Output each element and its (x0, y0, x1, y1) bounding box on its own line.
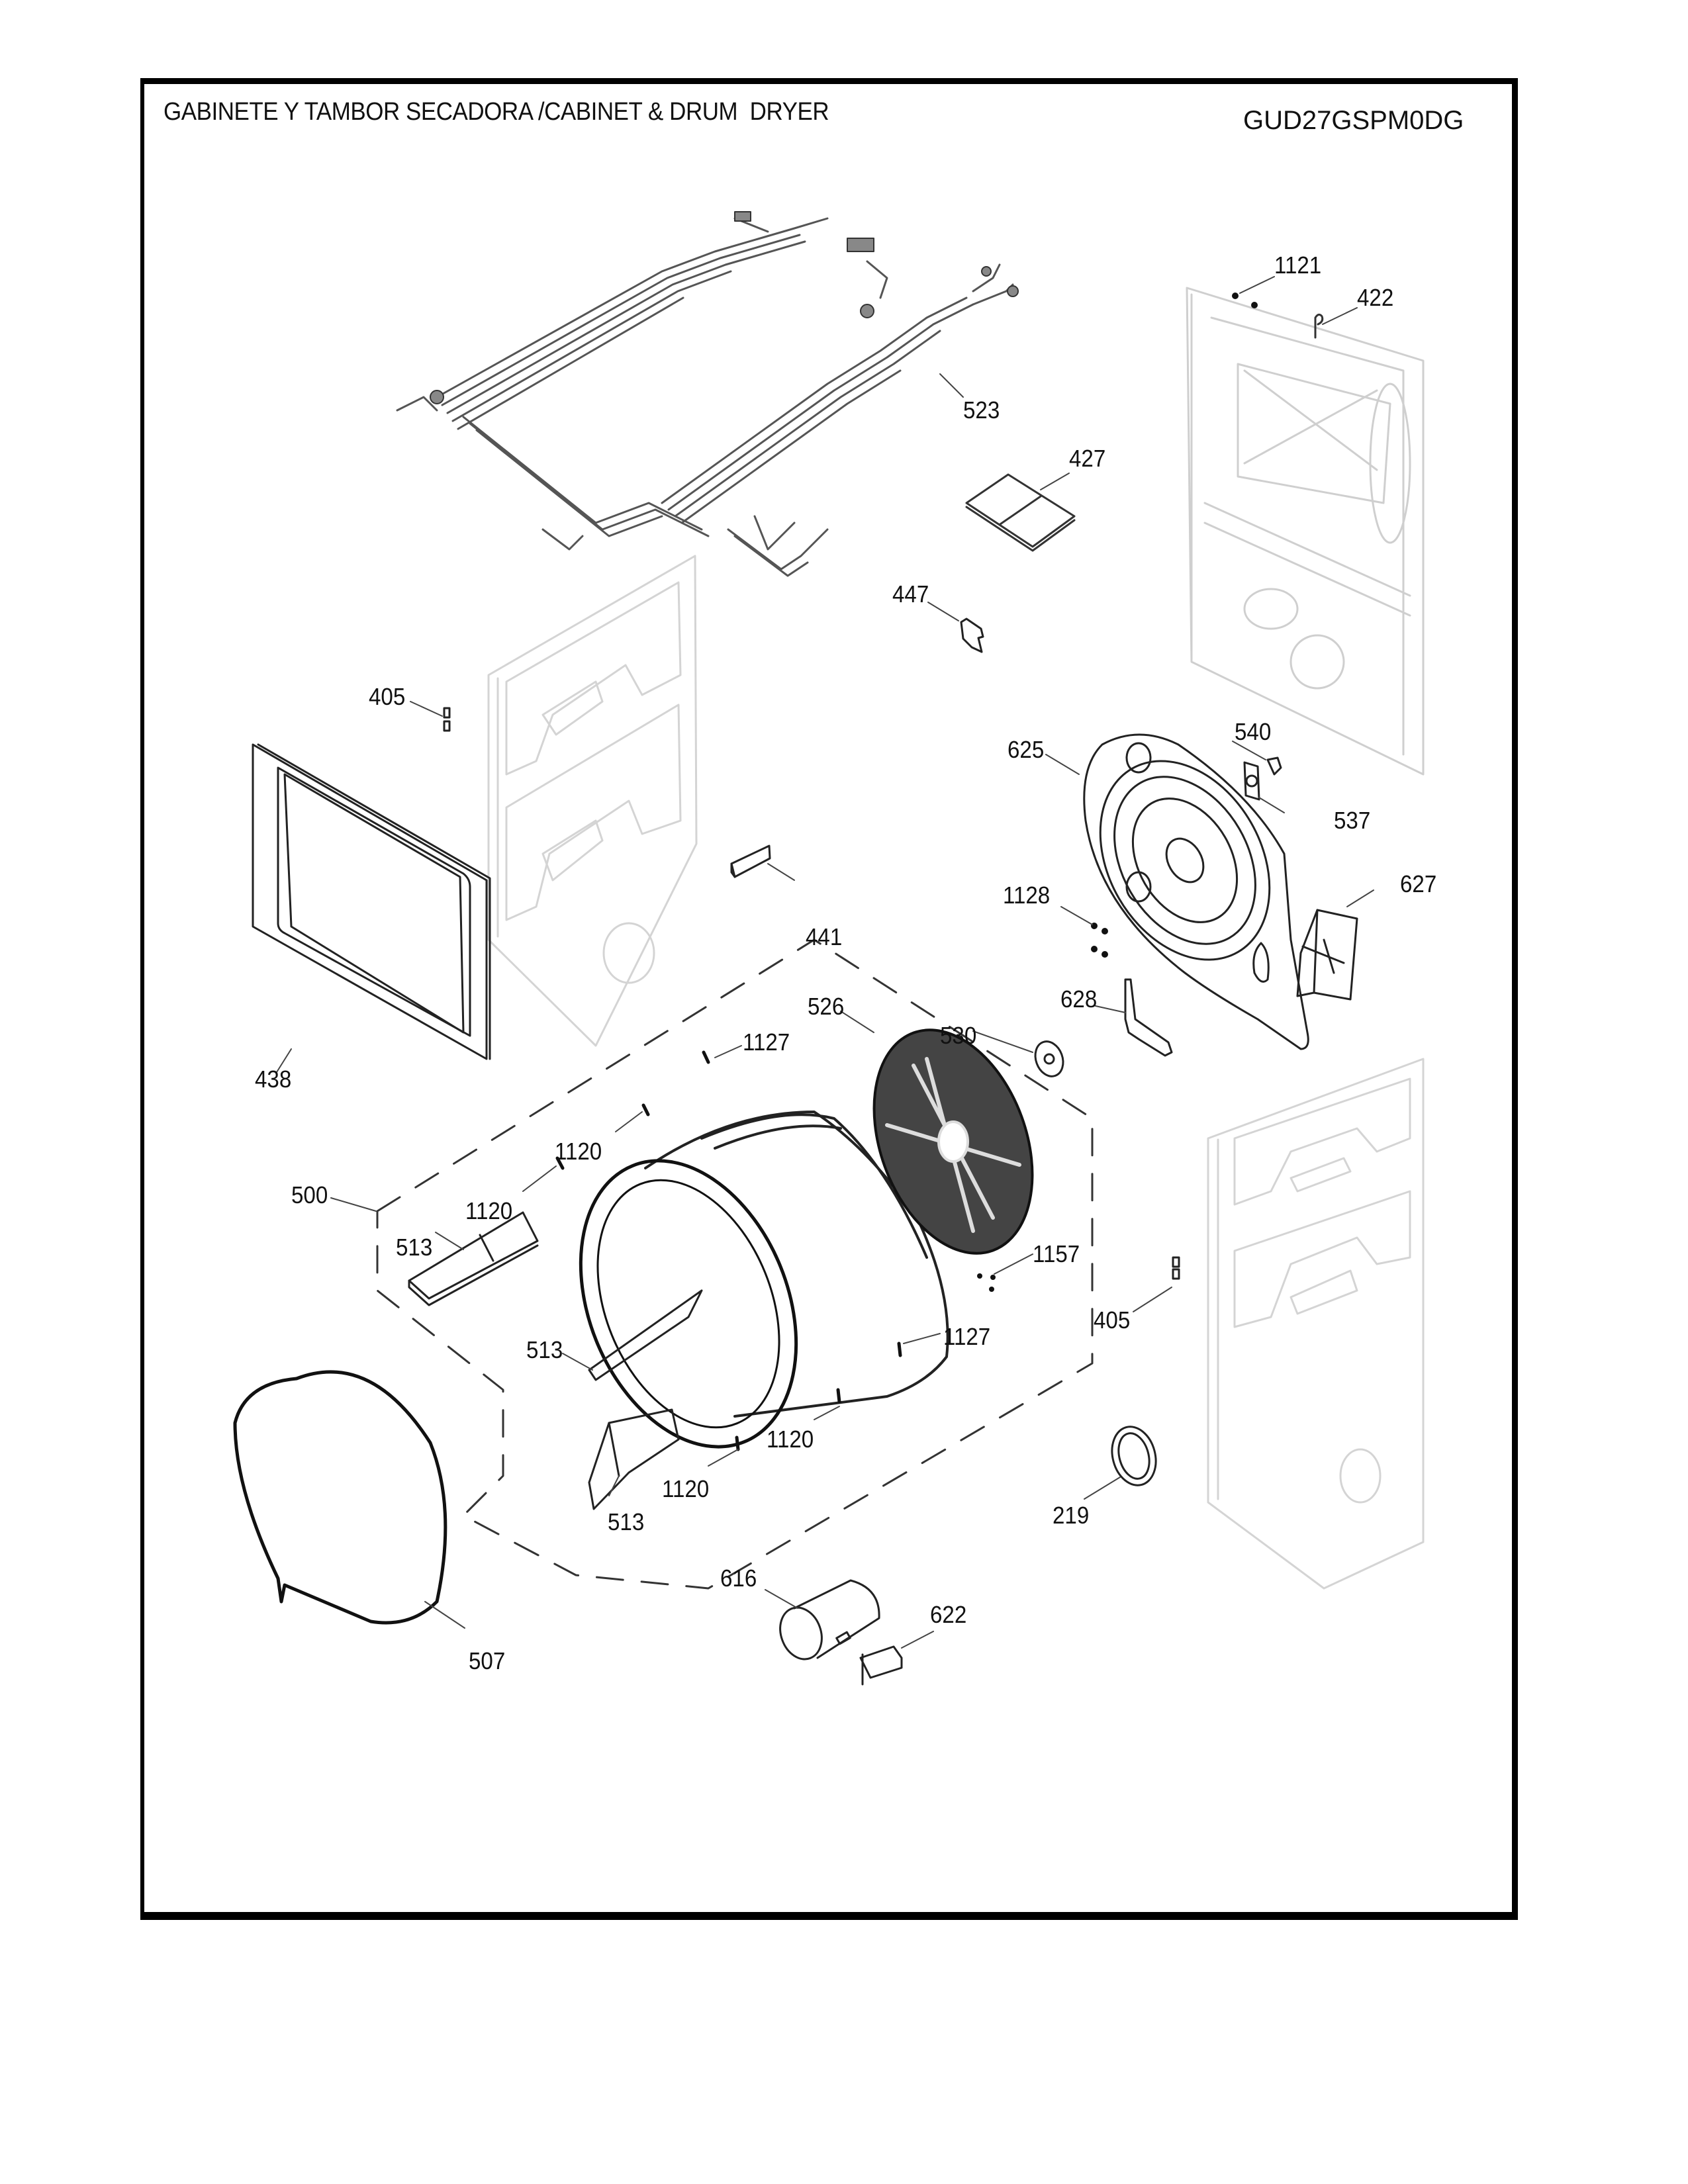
callout-447: 447 (892, 580, 929, 608)
leader-526 (840, 1011, 874, 1033)
leader-405-left (410, 701, 443, 717)
callout-1127-upper: 1127 (743, 1028, 790, 1056)
heater-housing-627 (1296, 909, 1358, 1001)
leader-219 (1084, 1477, 1121, 1500)
idler-ring-219 (1111, 1426, 1157, 1486)
callout-513-lower: 513 (608, 1508, 645, 1535)
callout-537: 537 (1334, 807, 1371, 834)
front-panel-438 (252, 743, 491, 1060)
callout-1120-a: 1120 (555, 1138, 602, 1165)
right-side-panel (1207, 1058, 1425, 1590)
leader-628 (1095, 1005, 1126, 1013)
support-bracket-628 (1124, 978, 1173, 1057)
callout-1157: 1157 (1033, 1240, 1080, 1267)
leader-616 (765, 1589, 798, 1609)
clip-405-left (443, 707, 451, 732)
callout-540: 540 (1235, 718, 1272, 745)
callout-622: 622 (930, 1601, 967, 1628)
callout-1128: 1128 (1003, 882, 1051, 909)
drum-shaft-530 (1034, 1040, 1064, 1077)
callout-500: 500 (291, 1181, 328, 1208)
screws-1121 (1232, 293, 1258, 308)
leader-523 (939, 373, 964, 398)
leader-627 (1346, 889, 1374, 907)
leader-513-upper (435, 1232, 464, 1250)
model-number: GUD27GSPM0DG (1243, 106, 1464, 135)
callout-422: 422 (1357, 284, 1394, 311)
callout-438: 438 (255, 1066, 292, 1093)
harness-connectors (430, 211, 1019, 404)
leader-500 (330, 1197, 377, 1212)
callout-1121: 1121 (1274, 251, 1322, 279)
baffle-513-middle (588, 1289, 703, 1381)
drum-back-526 (872, 1028, 1034, 1255)
screws-1128 (1091, 923, 1108, 958)
callout-1120-b: 1120 (465, 1197, 513, 1224)
callout-616: 616 (720, 1565, 757, 1592)
bracket-447 (960, 617, 984, 653)
leader-537 (1258, 797, 1285, 813)
callout-628: 628 (1060, 985, 1098, 1013)
callout-526: 526 (808, 993, 845, 1020)
drum-front-ring (579, 1159, 798, 1449)
callout-405-right: 405 (1094, 1306, 1131, 1334)
callout-1120-c: 1120 (767, 1426, 814, 1453)
callout-530: 530 (940, 1022, 977, 1049)
motor-616 (779, 1579, 880, 1661)
drum-assembly-outline-500 (376, 938, 1094, 1590)
rear-bulkhead-625 (1083, 733, 1309, 1050)
callout-513-middle: 513 (526, 1336, 563, 1363)
leader-422 (1322, 307, 1358, 325)
drum-belt-507 (233, 1370, 447, 1625)
leader-513-lower (608, 1475, 620, 1496)
callout-427: 427 (1069, 445, 1106, 472)
leader-622 (901, 1631, 934, 1649)
screws-1157 (977, 1273, 996, 1292)
clip-422 (1314, 313, 1324, 339)
callout-219: 219 (1053, 1502, 1090, 1529)
leader-405-right (1133, 1287, 1172, 1312)
leader-540 (1232, 741, 1266, 760)
leader-438 (276, 1048, 292, 1073)
callout-513-upper: 513 (396, 1234, 433, 1261)
left-side-panel (487, 555, 698, 1047)
leader-625 (1045, 754, 1080, 775)
motor-bracket-622 (859, 1645, 903, 1686)
leader-447 (927, 602, 959, 621)
callout-405-left: 405 (369, 683, 406, 710)
leader-513-middle (562, 1353, 593, 1371)
baffle-513-lower (588, 1408, 680, 1510)
leader-507 (424, 1601, 465, 1629)
leaders-screws (522, 1045, 941, 1467)
page-title: GABINETE Y TAMBOR SECADORA /CABINET & DR… (164, 98, 829, 126)
rear-bearing-537 (1243, 761, 1260, 801)
bracket-441 (730, 844, 771, 878)
insulation-pad-427 (965, 473, 1076, 552)
callout-627: 627 (1400, 870, 1437, 897)
leader-441 (767, 863, 795, 881)
page-border (140, 78, 1518, 1920)
leader-427 (1040, 473, 1070, 490)
callout-1127-lower: 1127 (943, 1323, 991, 1350)
callout-625: 625 (1008, 736, 1045, 763)
callout-1120-d: 1120 (662, 1475, 710, 1502)
bearing-retainer-540 (1266, 756, 1282, 776)
leader-1128 (1060, 906, 1093, 925)
wire-harness-523 (396, 217, 1014, 577)
leader-530 (972, 1030, 1033, 1053)
clip-405-right (1172, 1256, 1180, 1280)
leader-1157 (994, 1253, 1033, 1275)
callout-523: 523 (963, 396, 1000, 424)
baffle-513-upper (408, 1211, 539, 1306)
callout-441: 441 (806, 923, 843, 950)
callout-507: 507 (469, 1647, 506, 1674)
screws-1120-1127 (555, 1050, 902, 1451)
rear-panel (1186, 287, 1425, 776)
leader-1121 (1239, 276, 1275, 294)
